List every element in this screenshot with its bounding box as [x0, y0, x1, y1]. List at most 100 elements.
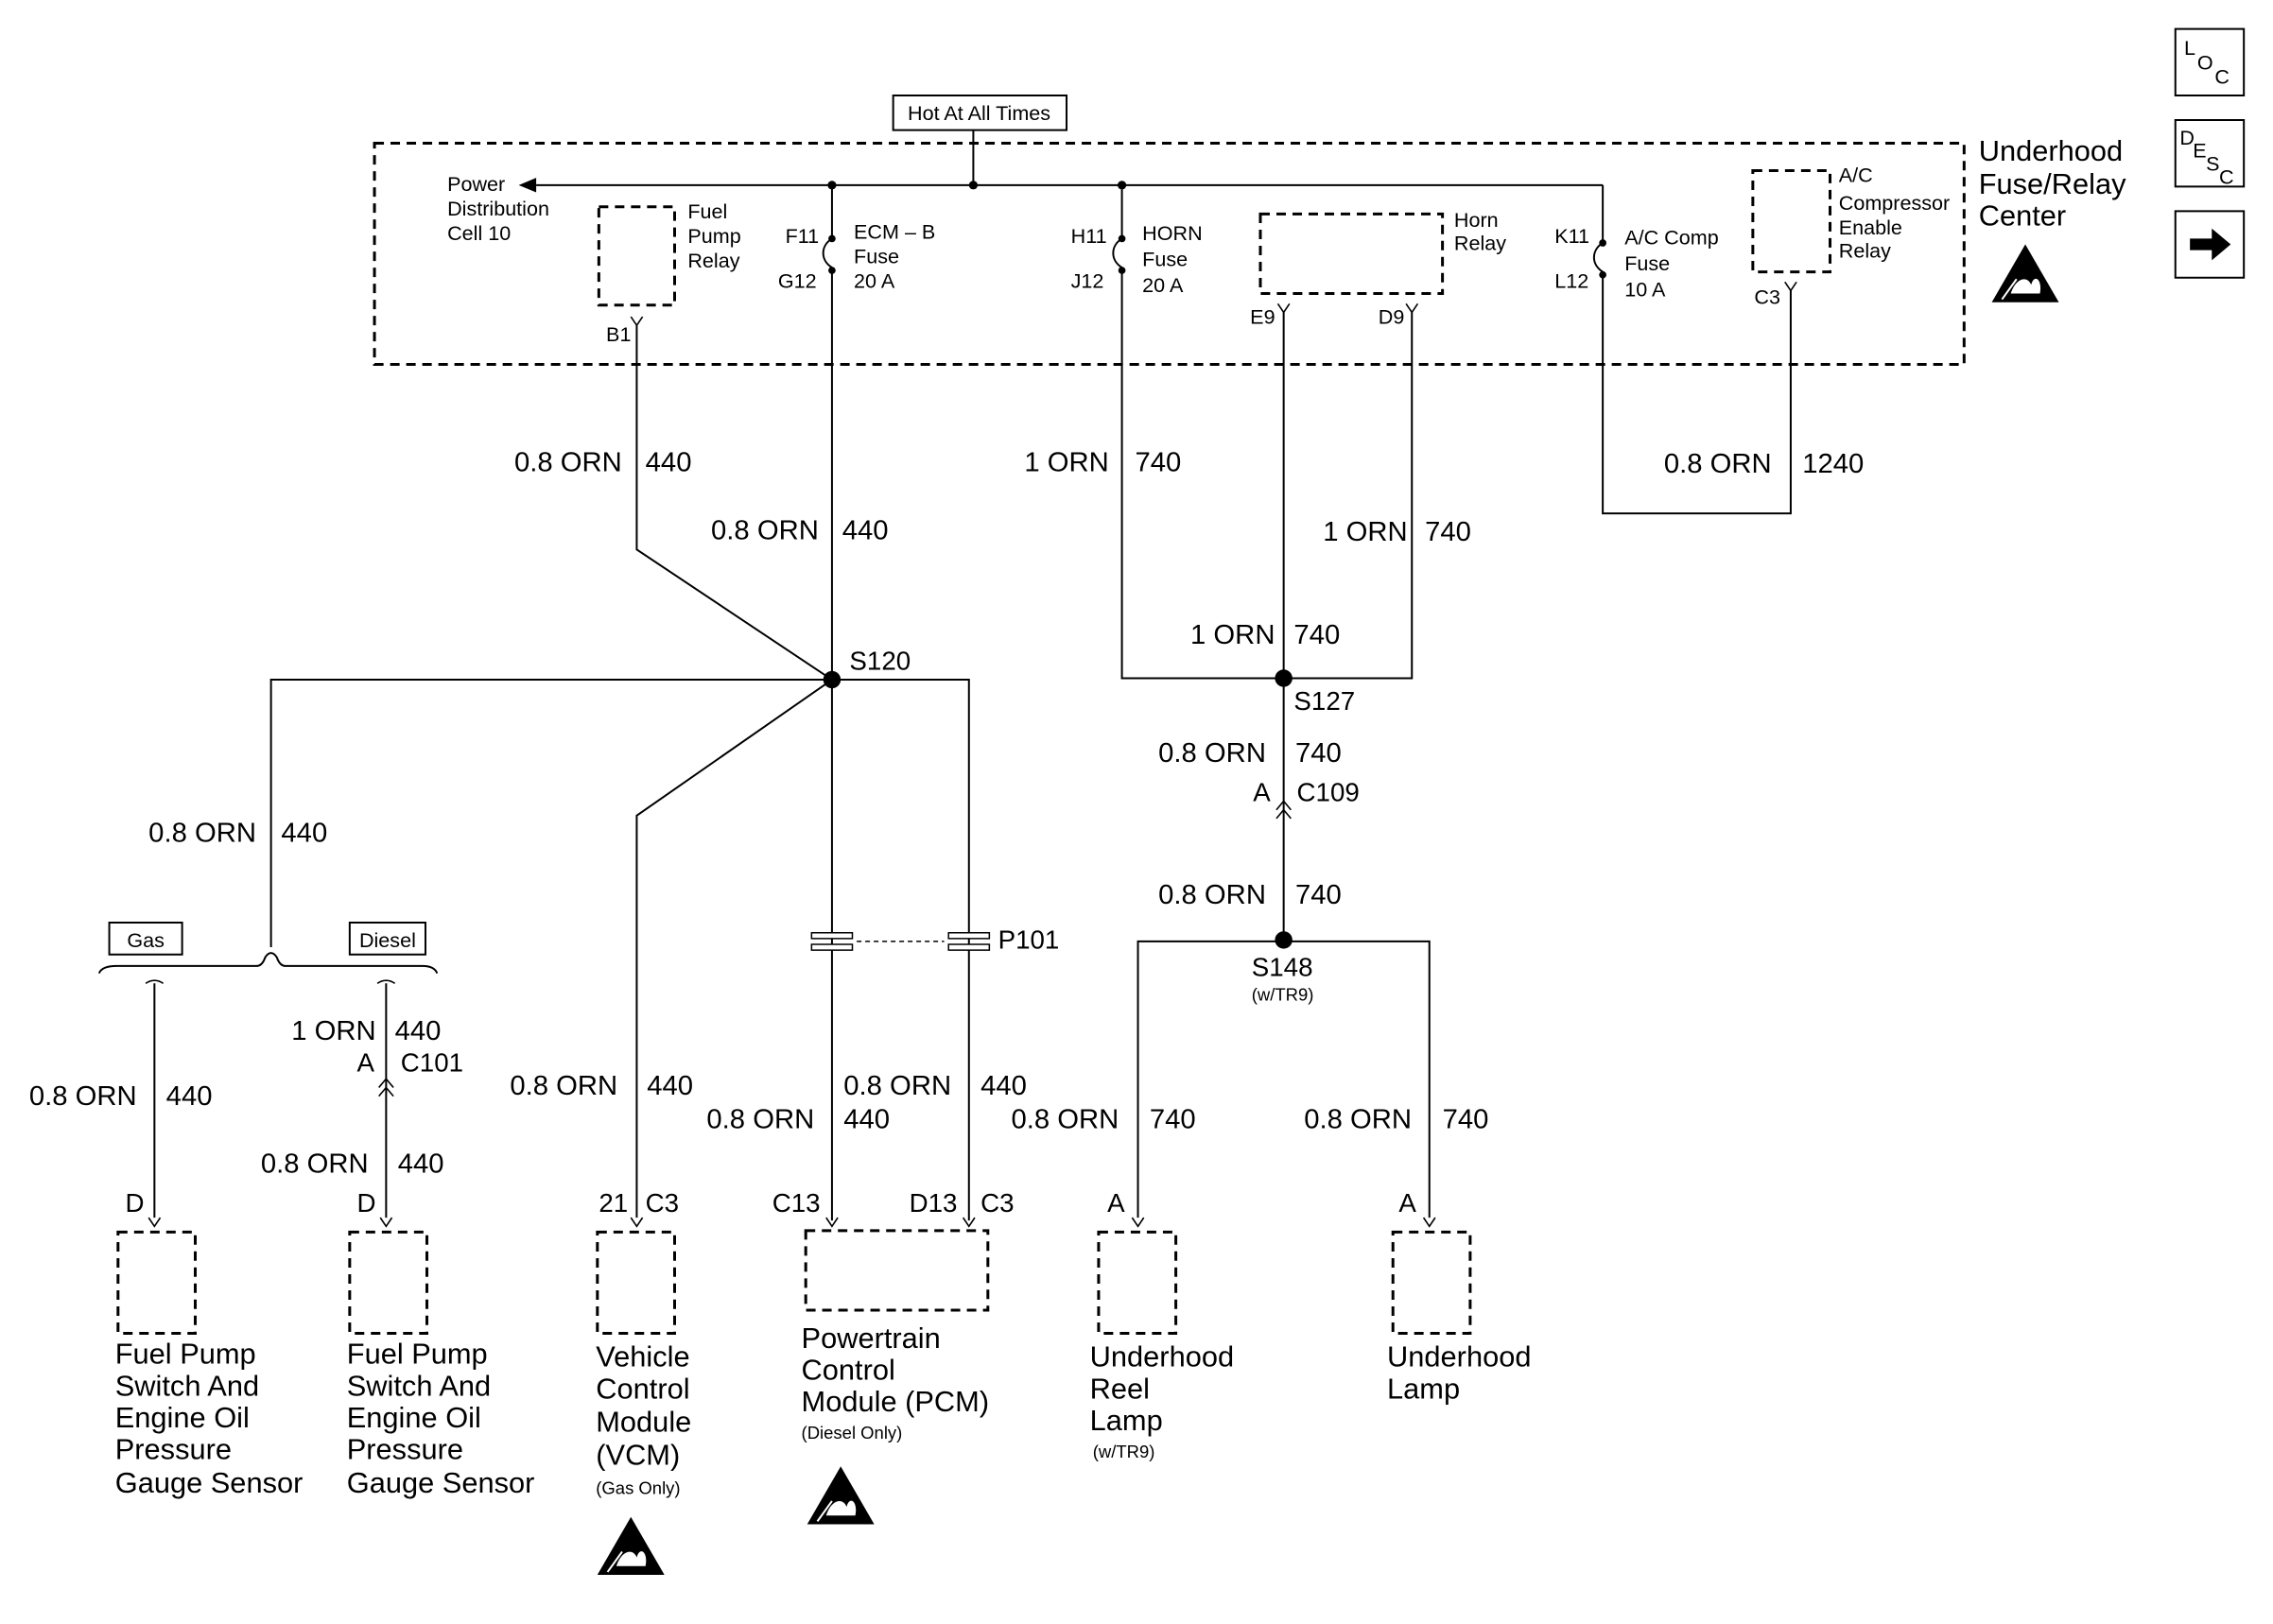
underhood-lamp-line-1: Underhood: [1387, 1340, 1531, 1373]
wire-label-circuit: 440: [842, 516, 889, 546]
power-dist-line-2: Distribution: [447, 198, 549, 220]
reel-lamp-line-3: Lamp: [1090, 1404, 1163, 1437]
vcm-pin: 21: [599, 1188, 628, 1218]
horn-fuse-out-pin: J12: [1071, 270, 1104, 293]
wire-label-circuit: 740: [1443, 1104, 1489, 1134]
c101-connector-icon: [379, 1079, 393, 1096]
p101-connector: [811, 933, 989, 950]
hot-at-all-times-label: Hot At All Times: [908, 102, 1050, 125]
reel-lamp-line-1: Underhood: [1090, 1340, 1234, 1373]
description-button[interactable]: D E S C: [2176, 120, 2244, 188]
ac-relay-line-3: Enable: [1839, 216, 1902, 239]
wire-label-circuit: 740: [1135, 448, 1181, 478]
fuel-pump-gas-pin: D: [126, 1188, 145, 1218]
diesel-option-box: Diesel: [350, 923, 425, 955]
pcm-note: (Diesel Only): [802, 1423, 903, 1443]
location-button[interactable]: L O C: [2176, 29, 2244, 95]
vcm-line-4: (VCM): [596, 1439, 680, 1472]
wire-label-gauge: 0.8 ORN: [261, 1149, 369, 1180]
pcm-line-1: Powertrain: [802, 1322, 941, 1355]
vcm-line-3: Module: [596, 1406, 691, 1439]
horn-relay-pin-d9: D9: [1379, 306, 1405, 329]
ac-relay-pin: C3: [1754, 285, 1780, 308]
wire-label-gauge: 1 ORN: [1190, 620, 1275, 650]
ecm-fuse-out-pin: G12: [778, 270, 817, 293]
fuel-pump-relay-line-3: Relay: [687, 250, 739, 272]
fuel-pump-gas-box: [118, 1232, 196, 1333]
fuel-pump-diesel-line-2: Switch And: [347, 1369, 491, 1402]
wire-label-gauge: 1 ORN: [1323, 517, 1407, 547]
fuel-pump-gas-line-4: Pressure: [115, 1433, 232, 1466]
wire-label-circuit: 440: [166, 1081, 213, 1112]
horn-fuse-line-3: 20 A: [1142, 274, 1184, 297]
ac-fuse-in-pin: K11: [1554, 225, 1589, 248]
reel-lamp-line-2: Reel: [1090, 1372, 1150, 1405]
desc-letter-c: C: [2219, 165, 2234, 188]
hot-at-all-times-box: Hot At All Times: [894, 95, 1067, 130]
wire-label-circuit: 740: [1293, 620, 1340, 650]
horn-relay-terminal-e9: [1276, 302, 1292, 314]
ac-fuse-line-2: Fuse: [1624, 252, 1670, 275]
esd-warning-icon: [596, 1515, 667, 1577]
fuel-pump-gas-line-3: Engine Oil: [115, 1401, 250, 1434]
wire-horn-loop: [1122, 270, 1413, 678]
splice-s120-label: S120: [849, 646, 911, 675]
splice-s148-dot: [1275, 931, 1293, 949]
esd-warning-icon: [1990, 243, 2061, 304]
ac-relay-terminal: [1783, 281, 1798, 292]
reel-lamp-note: (w/TR9): [1093, 1442, 1155, 1461]
fuel-pump-diesel-line-4: Pressure: [347, 1433, 463, 1466]
desc-letter-d: D: [2179, 127, 2195, 149]
p101-label: P101: [998, 925, 1060, 955]
fuel-pump-gas-line-2: Switch And: [115, 1369, 259, 1402]
fuse-center-name-3: Center: [1979, 199, 2066, 233]
fuel-pump-relay-line-1: Fuel: [687, 200, 727, 223]
wire-label-gauge: 0.8 ORN: [29, 1081, 137, 1112]
ac-relay-line-4: Relay: [1839, 239, 1891, 262]
vcm-line-2: Control: [596, 1372, 689, 1405]
wire-label-gauge: 0.8 ORN: [843, 1071, 951, 1101]
wire-label-gauge: 1 ORN: [291, 1016, 375, 1046]
wire-s120-left: [271, 680, 832, 947]
arrow-right-icon: [2190, 228, 2231, 261]
fuel-pump-diesel-terminal: [378, 1216, 393, 1228]
ecm-fuse-line-2: Fuse: [854, 245, 899, 268]
wire-label-circuit: 440: [843, 1104, 890, 1134]
fuel-pump-diesel-line-5: Gauge Sensor: [347, 1466, 535, 1499]
underhood-lamp-box: [1393, 1232, 1470, 1333]
fuse-center-name-2: Fuse/Relay: [1979, 167, 2126, 200]
ecm-fuse-line-3: 20 A: [854, 270, 895, 293]
splice-s127-dot: [1275, 669, 1293, 687]
vcm-note: (Gas Only): [596, 1477, 680, 1497]
fuel-pump-diesel-box: [350, 1232, 427, 1333]
wire-label-gauge: 0.8 ORN: [1158, 738, 1266, 769]
vcm-box: [598, 1232, 675, 1333]
wire-s120-pcm-b: [832, 680, 969, 1220]
wire-s120-vcm: [636, 680, 831, 1218]
loc-letter-o: O: [2197, 52, 2213, 75]
horn-fuse-line-2: Fuse: [1142, 249, 1188, 271]
wire-label-gauge: 0.8 ORN: [148, 818, 256, 848]
wire-ac-loop: [1603, 275, 1791, 513]
ac-fuse-out-pin: L12: [1554, 270, 1588, 293]
wire-label-gauge: 0.8 ORN: [1158, 880, 1266, 910]
pcm-line-3: Module (PCM): [802, 1385, 990, 1418]
fuel-pump-gas-terminal: [147, 1216, 162, 1228]
wire-label-gauge: 1 ORN: [1024, 448, 1108, 478]
gas-option-label: Gas: [127, 929, 165, 952]
c101-pin: A: [357, 1048, 375, 1078]
next-page-button[interactable]: [2176, 211, 2244, 277]
power-dist-line-3: Cell 10: [447, 222, 511, 245]
wire-label-gauge: 0.8 ORN: [706, 1104, 814, 1134]
splice-s148-label: S148: [1252, 953, 1313, 982]
horn-relay-box: [1260, 214, 1443, 293]
loc-letter-c: C: [2214, 66, 2230, 89]
wire-label-circuit: 440: [395, 1016, 442, 1046]
fuel-relay-terminal: [630, 315, 644, 327]
wire-label-gauge: 0.8 ORN: [510, 1071, 617, 1101]
power-dist-line-1: Power: [447, 173, 505, 196]
esd-warning-icon: [806, 1464, 876, 1526]
wire-s148-branches: [1138, 942, 1430, 1218]
wire-label-gauge: 0.8 ORN: [711, 516, 819, 546]
bus-dot: [968, 181, 979, 190]
